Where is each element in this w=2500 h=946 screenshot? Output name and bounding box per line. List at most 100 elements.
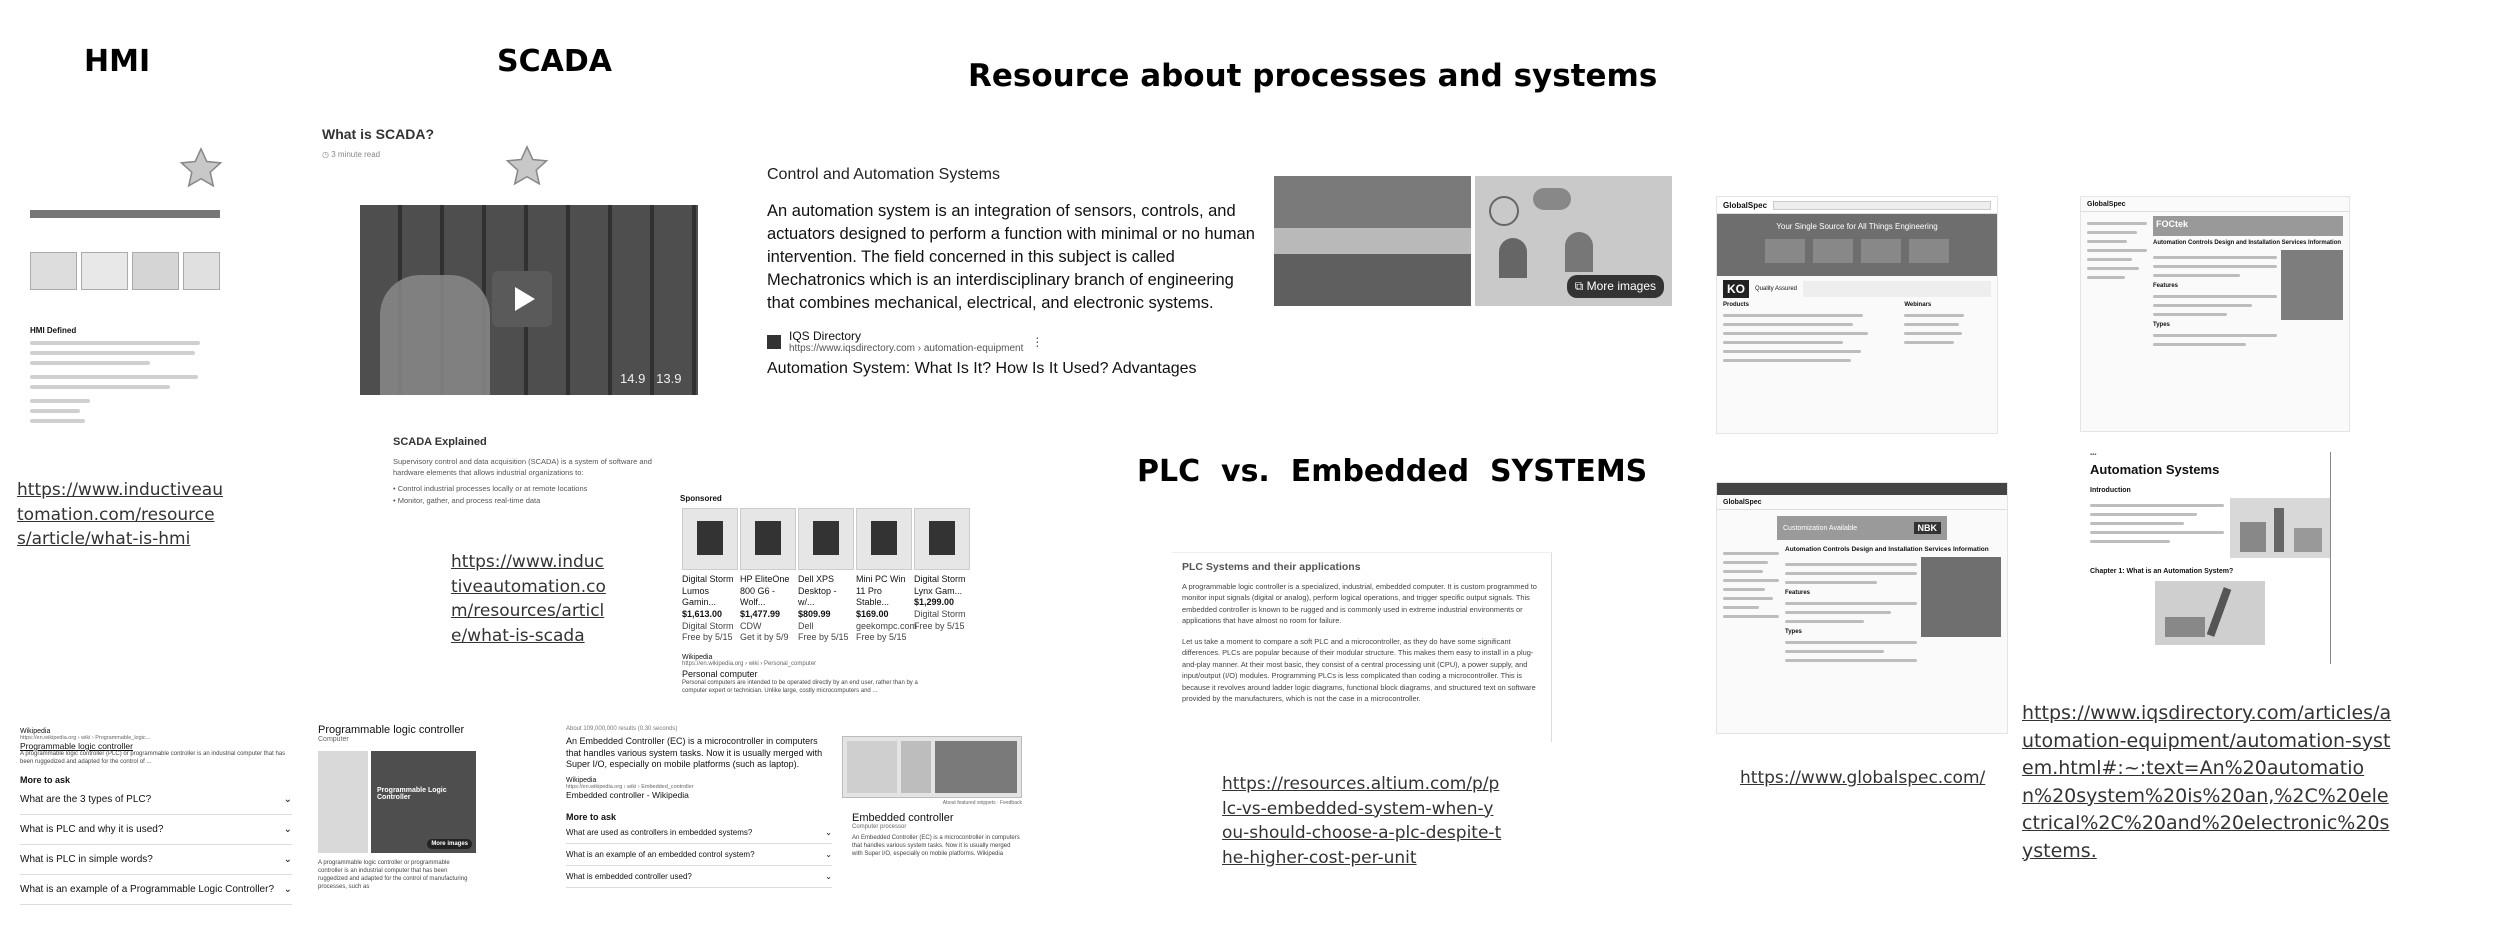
- panel-body: A programmable logic controller or progr…: [318, 860, 468, 891]
- globalspec-logo: GlobalSpec: [1723, 200, 1768, 210]
- globalspec-customization-screenshot[interactable]: GlobalSpec Customization Available NBK A…: [1716, 482, 2008, 734]
- iqs-article-title: Automation Systems: [2090, 462, 2220, 477]
- globalspec-foctek-screenshot[interactable]: GlobalSpec FOCtek Automation Controls De…: [2080, 196, 2350, 432]
- wiki-url: https://en.wikipedia.org › wiki › Person…: [682, 661, 817, 667]
- panel-title: Programmable logic controller: [318, 724, 465, 736]
- wiki-snippet: A programmable logic controller (PLC) or…: [20, 751, 286, 765]
- scada-heading: SCADA: [497, 44, 612, 79]
- embedded-search-result: About 109,000,000 results (0.30 seconds)…: [566, 726, 1022, 906]
- iqs-intro: Introduction: [2090, 487, 2131, 494]
- snippet-body: An automation system is an integration o…: [767, 202, 1255, 313]
- gs-header: GlobalSpec: [1717, 197, 1997, 214]
- star-icon[interactable]: [178, 145, 224, 191]
- question-row[interactable]: What is an example of a Programmable Log…: [20, 875, 292, 905]
- snippet-source[interactable]: IQS Directory https://www.iqsdirectory.c…: [767, 329, 1257, 354]
- more-images-button[interactable]: ⧉ More images: [1566, 275, 1664, 298]
- more-to-ask: More to ask: [566, 812, 617, 822]
- hmi-heading: HMI: [84, 44, 151, 79]
- scada-explained-title: SCADA Explained: [393, 436, 487, 448]
- globalspec-logo: GlobalSpec: [2087, 200, 2126, 208]
- iqs-link[interactable]: https://www.iqsdirectory.com/articles/au…: [2022, 700, 2392, 865]
- customization-banner: Customization Available NBK: [1777, 516, 1947, 540]
- panel-subtitle: Computer: [318, 736, 349, 743]
- hmi-subtitle: HMI Defined: [30, 326, 77, 335]
- automation-images[interactable]: ⧉ More images: [1274, 176, 1672, 306]
- gs-body: Products Webinars: [1717, 302, 1997, 368]
- plc-vs-embedded-heading: PLC vs. Embedded SYSTEMS: [1137, 454, 1648, 489]
- result-title[interactable]: Automation System: What Is It? How Is It…: [767, 360, 1197, 378]
- scada-article-link[interactable]: https://www.inductiveautomation.com/reso…: [451, 552, 606, 646]
- operator-figure: [380, 275, 490, 395]
- scada-bullet: • Control industrial processes locally o…: [393, 483, 588, 493]
- iqs-link-trailing: .: [2090, 839, 2097, 862]
- chevron-down-icon: ⌄: [283, 853, 292, 865]
- hmi-article-screenshot[interactable]: HMI Defined: [30, 210, 220, 430]
- more-to-ask: More to ask: [20, 774, 71, 785]
- gs-banner: KO Quality Assured: [1717, 276, 1997, 302]
- read-time: ◷ 3 minute read: [322, 150, 381, 159]
- sponsored-products: Sponsored Digital Storm Lumos Gamin...$1…: [680, 478, 970, 698]
- iqs-favicon-icon: [767, 334, 781, 349]
- scada-article-screenshot[interactable]: What is SCADA? ◷ 3 minute read: [322, 126, 632, 159]
- chevron-down-icon: ⌄: [825, 872, 832, 881]
- panel-subtitle: Computer processor: [852, 824, 907, 830]
- plc-article-title: PLC Systems and their applications: [1182, 561, 1361, 573]
- embedded-diagram-image[interactable]: [842, 736, 1022, 798]
- question-row[interactable]: What are the 3 types of PLC?⌄: [20, 785, 292, 815]
- panel-title: Embedded controller: [852, 812, 954, 824]
- hmi-screens: [30, 252, 220, 290]
- wiki-url: https://en.wikipedia.org › wiki › Progra…: [20, 735, 151, 741]
- results-count: About 109,000,000 results (0.30 seconds): [566, 726, 678, 732]
- iqs-article-screenshot[interactable]: ▪▪▪ Automation Systems Introduction Chap…: [2090, 452, 2331, 664]
- question-row[interactable]: What are used as controllers in embedded…: [566, 822, 832, 844]
- scada-explained-body: Supervisory control and data acquisition…: [393, 457, 652, 478]
- globalspec-link[interactable]: https://www.globalspec.com/: [1740, 768, 1986, 788]
- plc-controller-image[interactable]: Programmable Logic Controller More image…: [371, 751, 476, 853]
- plc-para1: A programmable logic controller is a spe…: [1182, 582, 1537, 626]
- snippet-label: Control and Automation Systems: [767, 166, 1001, 183]
- globalspec-logo: GlobalSpec: [1723, 498, 1762, 506]
- product-photo: [2281, 250, 2343, 320]
- source-url: https://www.iqsdirectory.com › automatio…: [789, 343, 1024, 355]
- gs2-title: Automation Controls Design and Installat…: [2153, 240, 2342, 246]
- question-row[interactable]: What is PLC in simple words?⌄: [20, 845, 292, 875]
- question-row[interactable]: What is embedded controller used?⌄: [566, 866, 832, 888]
- header-bar: [30, 210, 220, 218]
- hmi-article-link[interactable]: https://www.inductiveautomation.com/reso…: [17, 480, 224, 550]
- plc-device-image[interactable]: [318, 751, 368, 853]
- more-options-icon[interactable]: ⋮: [1031, 334, 1044, 349]
- iqs-link-url[interactable]: https://www.iqsdirectory.com/articles/au…: [2022, 702, 2392, 862]
- source-name: IQS Directory: [789, 329, 862, 344]
- product-photo: [1921, 557, 2001, 637]
- plc-search-result: Wikipedia https://en.wikipedia.org › wik…: [20, 728, 292, 905]
- gs3-title: Automation Controls Design and Installat…: [1785, 546, 1989, 553]
- foctek-banner: FOCtek: [2153, 216, 2343, 236]
- wiki-title[interactable]: Embedded controller - Wikipedia: [566, 790, 689, 801]
- play-icon[interactable]: [492, 271, 552, 327]
- wiki-title[interactable]: Personal computer: [682, 669, 758, 679]
- gs-hero: Your Single Source for All Things Engine…: [1717, 214, 1997, 276]
- automation-icons-image[interactable]: ⧉ More images: [1475, 176, 1672, 306]
- sponsored-label: Sponsored: [680, 494, 722, 503]
- automation-snippet: Control and Automation Systems An automa…: [767, 166, 1257, 378]
- more-images-button[interactable]: More images: [427, 839, 472, 849]
- wiki-title[interactable]: Programmable logic controller: [20, 741, 133, 751]
- robot-illustration: [2155, 581, 2265, 645]
- control-room-image[interactable]: [1274, 176, 1471, 306]
- altium-link[interactable]: https://resources.altium.com/p/plc-vs-em…: [1222, 774, 1502, 868]
- question-row[interactable]: What is an example of an embedded contro…: [566, 844, 832, 866]
- plc-para2: Let us take a moment to compare a soft P…: [1182, 636, 1536, 704]
- wiki-url: https://en.wikipedia.org › wiki › Embedd…: [566, 784, 694, 791]
- star-icon[interactable]: [504, 143, 550, 189]
- scada-video[interactable]: 14.9 13.9: [360, 205, 698, 395]
- plc-article-screenshot[interactable]: PLC Systems and their applications A pro…: [1172, 552, 1552, 742]
- featured-snippet: An Embedded Controller (EC) is a microco…: [566, 736, 823, 770]
- chevron-down-icon: ⌄: [825, 828, 832, 837]
- question-row[interactable]: What is PLC and why it is used?⌄: [20, 815, 292, 845]
- globalspec-home-screenshot[interactable]: GlobalSpec Your Single Source for All Th…: [1716, 196, 1998, 434]
